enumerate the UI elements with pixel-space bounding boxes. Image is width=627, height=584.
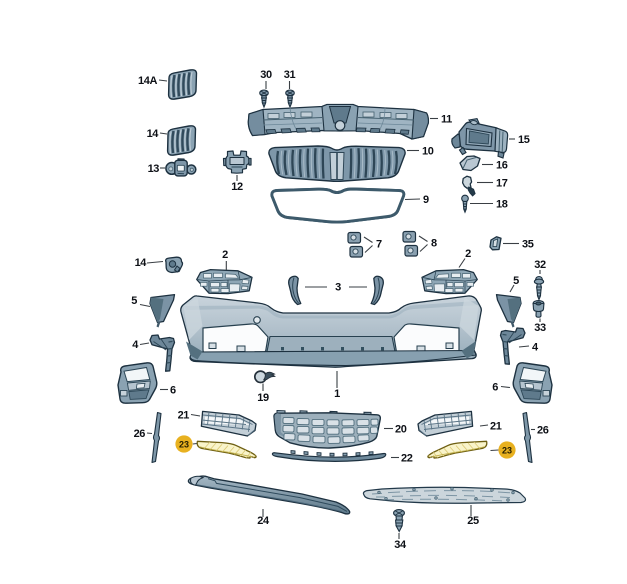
svg-text:12: 12 xyxy=(231,181,243,193)
svg-text:5: 5 xyxy=(131,295,137,307)
svg-text:6: 6 xyxy=(492,382,498,394)
svg-text:26: 26 xyxy=(537,425,549,437)
svg-text:4: 4 xyxy=(132,339,139,351)
svg-text:32: 32 xyxy=(534,259,546,271)
svg-text:13: 13 xyxy=(148,163,160,175)
svg-text:3: 3 xyxy=(335,282,341,294)
svg-text:10: 10 xyxy=(422,146,434,158)
svg-text:34: 34 xyxy=(394,539,407,551)
svg-text:2: 2 xyxy=(222,249,228,261)
svg-text:35: 35 xyxy=(522,239,534,251)
svg-text:30: 30 xyxy=(260,69,272,81)
svg-text:1: 1 xyxy=(334,388,340,400)
svg-text:2: 2 xyxy=(465,248,471,260)
svg-text:21: 21 xyxy=(490,421,502,433)
svg-text:23: 23 xyxy=(179,440,189,450)
svg-text:16: 16 xyxy=(496,160,508,172)
svg-text:8: 8 xyxy=(431,238,437,250)
svg-text:6: 6 xyxy=(170,385,176,397)
svg-text:21: 21 xyxy=(178,410,190,422)
svg-text:31: 31 xyxy=(284,69,296,81)
svg-text:23: 23 xyxy=(502,446,512,456)
svg-text:24: 24 xyxy=(257,515,270,527)
svg-text:14: 14 xyxy=(147,128,160,140)
svg-text:25: 25 xyxy=(467,515,479,527)
svg-text:14: 14 xyxy=(135,257,148,269)
svg-text:26: 26 xyxy=(134,428,146,440)
svg-text:18: 18 xyxy=(496,199,508,211)
svg-text:14A: 14A xyxy=(138,75,157,87)
svg-text:15: 15 xyxy=(518,134,530,146)
svg-text:4: 4 xyxy=(532,342,539,354)
svg-text:33: 33 xyxy=(534,322,546,334)
svg-text:17: 17 xyxy=(496,178,508,190)
svg-text:22: 22 xyxy=(401,453,413,465)
svg-text:11: 11 xyxy=(441,114,452,126)
svg-text:9: 9 xyxy=(423,194,429,206)
svg-text:7: 7 xyxy=(376,239,382,251)
svg-text:5: 5 xyxy=(513,275,519,287)
svg-text:20: 20 xyxy=(395,424,407,436)
svg-text:19: 19 xyxy=(257,392,269,404)
